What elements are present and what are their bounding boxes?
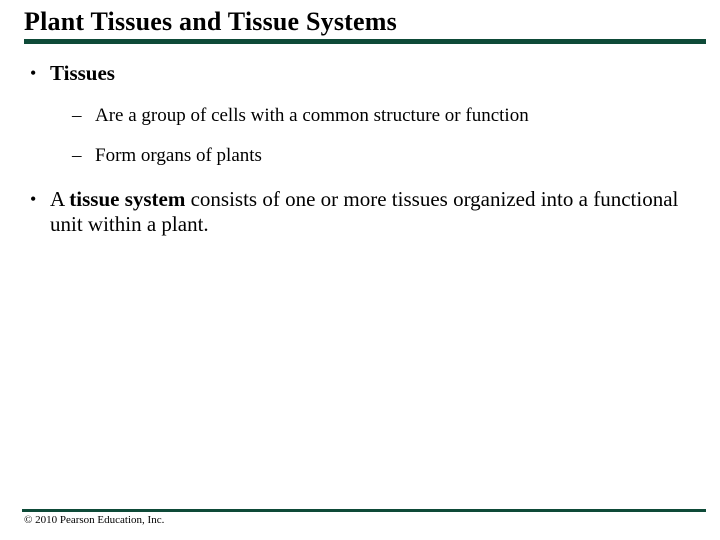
dash-marker: – bbox=[72, 145, 82, 166]
copyright-text: © 2010 Pearson Education, Inc. bbox=[24, 514, 165, 526]
bullet-marker: • bbox=[30, 189, 37, 209]
bullet-marker: • bbox=[30, 63, 37, 83]
bullet-item-tissues: • Tissues bbox=[0, 61, 682, 86]
sub-bullet-text: Are a group of cells with a common struc… bbox=[95, 105, 529, 126]
slide-title: Plant Tissues and Tissue Systems bbox=[24, 7, 397, 36]
bullet-bold-text: Tissues bbox=[50, 61, 115, 85]
bullet-lead-text: A bbox=[50, 187, 70, 211]
sub-bullet-text: Form organs of plants bbox=[95, 145, 262, 166]
dash-marker: – bbox=[72, 105, 82, 126]
bullet-rest-text: consists of one or more tissues organize… bbox=[50, 187, 679, 236]
sub-bullet-form-organs: – Form organs of plants bbox=[0, 144, 262, 167]
bullet-item-tissue-system: • A tissue system consists of one or mor… bbox=[0, 187, 682, 237]
bullet-text: A tissue system consists of one or more … bbox=[50, 187, 682, 237]
bullet-bold-text: tissue system bbox=[69, 187, 186, 211]
footer-rule bbox=[22, 509, 706, 512]
sub-bullet-common-structure: – Are a group of cells with a common str… bbox=[0, 104, 529, 127]
title-underline-rule bbox=[24, 39, 706, 44]
bullet-text: Tissues bbox=[50, 61, 682, 86]
